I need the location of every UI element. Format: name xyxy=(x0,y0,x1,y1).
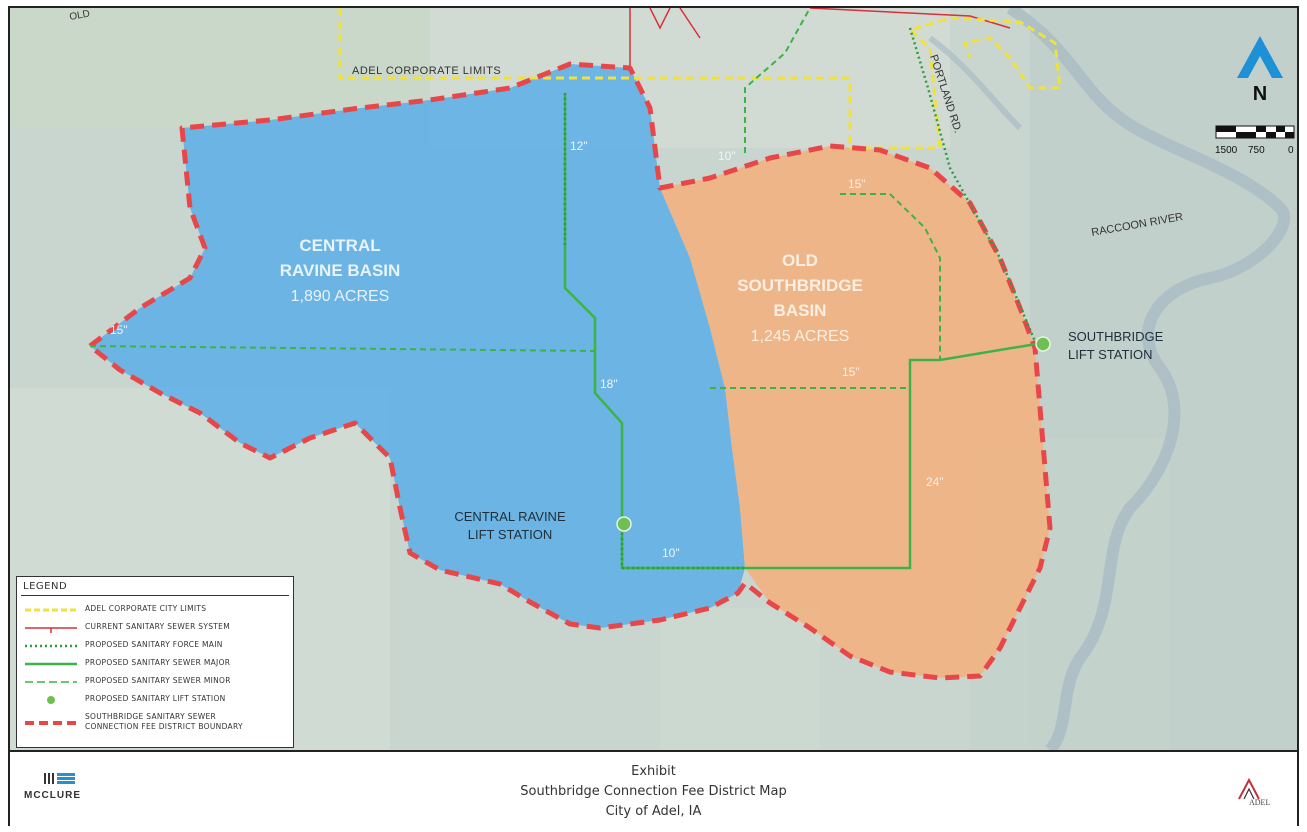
southbridge-basin-area: 1,245 ACRES xyxy=(751,328,850,345)
central-basin-name-line2: RAVINE BASIN xyxy=(280,261,401,280)
map-canvas: CENTRAL RAVINE BASIN 1,890 ACRES OLD SOU… xyxy=(10,8,1297,750)
corporate-limits-label: ADEL CORPORATE LIMITS xyxy=(352,65,501,77)
legend-item-label: PROPOSED SANITARY SEWER MINOR xyxy=(85,676,231,685)
pipe-size-label: 10" xyxy=(718,149,736,163)
scale-label: 0 xyxy=(1288,145,1294,156)
legend-item-label: PROPOSED SANITARY FORCE MAIN xyxy=(85,640,223,649)
southbridge-lift-station-label-line2: LIFT STATION xyxy=(1068,347,1153,362)
adel-logo-icon xyxy=(1238,777,1260,800)
title-block: MCCLURE Exhibit Southbridge Connection F… xyxy=(10,750,1297,826)
legend-item-force-main: PROPOSED SANITARY FORCE MAIN xyxy=(21,639,291,653)
scale-bar-segment xyxy=(1266,132,1276,138)
river-branch xyxy=(928,35,1023,131)
pipe-size-label: 15" xyxy=(110,323,128,337)
scale-bar-segment xyxy=(1276,126,1285,132)
legend-swatch xyxy=(25,681,77,683)
southbridge-basin-name-line1: OLD xyxy=(782,251,818,270)
mcclure-wordmark: MCCLURE xyxy=(24,790,81,801)
title-line-city: City of Adel, IA xyxy=(605,804,702,819)
legend-item-label: CONNECTION FEE DISTRICT BOUNDARY xyxy=(85,722,243,731)
field-patch xyxy=(660,608,820,750)
old-southbridge-basin[interactable] xyxy=(660,146,1050,678)
legend: LEGEND ADEL CORPORATE CITY LIMITS CURREN… xyxy=(16,576,294,748)
legend-item-corporate-limits: ADEL CORPORATE CITY LIMITS xyxy=(21,603,291,617)
pipe-size-label: 12" xyxy=(570,139,588,153)
north-arrow-icon xyxy=(1237,36,1283,78)
old-road-label: OLD xyxy=(69,9,91,23)
pipe-size-label: 15" xyxy=(848,177,866,191)
district-boundary xyxy=(87,61,1053,681)
north-label: N xyxy=(1253,83,1267,105)
central-lift-station-label-line2: LIFT STATION xyxy=(468,527,553,542)
scale-label: 750 xyxy=(1248,145,1265,156)
legend-swatch xyxy=(25,608,77,612)
central-basin-name-line1: CENTRAL xyxy=(299,236,380,255)
legend-item-current-sewer: CURRENT SANITARY SEWER SYSTEM xyxy=(21,621,291,635)
pipe-size-label: 18" xyxy=(600,377,618,391)
southbridge-basin-name-line2: SOUTHBRIDGE xyxy=(737,276,863,295)
southbridge-lift-station-label-line1: SOUTHBRIDGE xyxy=(1068,329,1164,344)
southbridge-lift-station-marker[interactable] xyxy=(1035,336,1051,352)
legend-item-label: ADEL CORPORATE CITY LIMITS xyxy=(85,604,207,613)
central-basin-area: 1,890 ACRES xyxy=(291,288,390,305)
scale-bar-segment xyxy=(1285,132,1294,138)
pipe-size-label: 15" xyxy=(842,365,860,379)
scale-label: 1500 xyxy=(1215,145,1238,156)
legend-item-label: PROPOSED SANITARY LIFT STATION xyxy=(85,694,226,703)
central-ravine-basin[interactable] xyxy=(90,64,745,628)
legend-item-lift-station: PROPOSED SANITARY LIFT STATION xyxy=(21,693,291,707)
legend-item-sewer-major: PROPOSED SANITARY SEWER MAJOR xyxy=(21,657,291,671)
north-arrow: N xyxy=(1237,36,1283,105)
adel-logo: ADEL xyxy=(1237,777,1277,812)
legend-swatch xyxy=(25,662,77,666)
legend-item-label: SOUTHBRIDGE SANITARY SEWER xyxy=(85,712,216,721)
scale-bar-segment xyxy=(1256,126,1266,132)
legend-item-sewer-minor: PROPOSED SANITARY SEWER MINOR xyxy=(21,675,291,689)
adel-wordmark: ADEL xyxy=(1249,798,1271,807)
southbridge-basin-name-line3: BASIN xyxy=(774,301,827,320)
legend-item-label: CURRENT SANITARY SEWER SYSTEM xyxy=(85,622,230,631)
legend-swatch xyxy=(25,627,77,633)
legend-swatch xyxy=(25,644,77,648)
pipe-size-label: 10" xyxy=(662,546,680,560)
force-main xyxy=(563,27,1038,570)
sewer-major xyxy=(563,93,1037,570)
legend-item-label: PROPOSED SANITARY SEWER MAJOR xyxy=(85,658,231,667)
title-line-map-name: Southbridge Connection Fee District Map xyxy=(520,784,787,799)
legend-swatch xyxy=(25,721,77,725)
legend-item-district-boundary: SOUTHBRIDGE SANITARY SEWER CONNECTION FE… xyxy=(21,711,291,737)
legend-swatch xyxy=(47,696,55,704)
map-exhibit: CENTRAL RAVINE BASIN 1,890 ACRES OLD SOU… xyxy=(8,6,1299,826)
mcclure-logo: MCCLURE xyxy=(24,770,114,810)
title-line-exhibit: Exhibit xyxy=(631,764,676,779)
scale-bar-segment xyxy=(1216,126,1236,132)
current-sewer-lines xyxy=(629,8,1011,68)
central-lift-station-label-line1: CENTRAL RAVINE xyxy=(454,509,566,524)
pipe-size-label: 24" xyxy=(926,475,944,489)
legend-title: LEGEND xyxy=(23,581,68,592)
map-area[interactable]: CENTRAL RAVINE BASIN 1,890 ACRES OLD SOU… xyxy=(10,8,1297,750)
central-ravine-lift-station-marker[interactable] xyxy=(616,516,632,532)
raccoon-river xyxy=(1006,8,1291,750)
mcclure-logo-icon xyxy=(44,773,75,784)
adel-corporate-limits xyxy=(338,8,1062,150)
scale-bar: 1500 750 0 xyxy=(1215,125,1295,156)
sewer-minor xyxy=(89,8,941,389)
scale-bar-segment xyxy=(1236,132,1256,138)
legend-divider xyxy=(21,595,289,596)
